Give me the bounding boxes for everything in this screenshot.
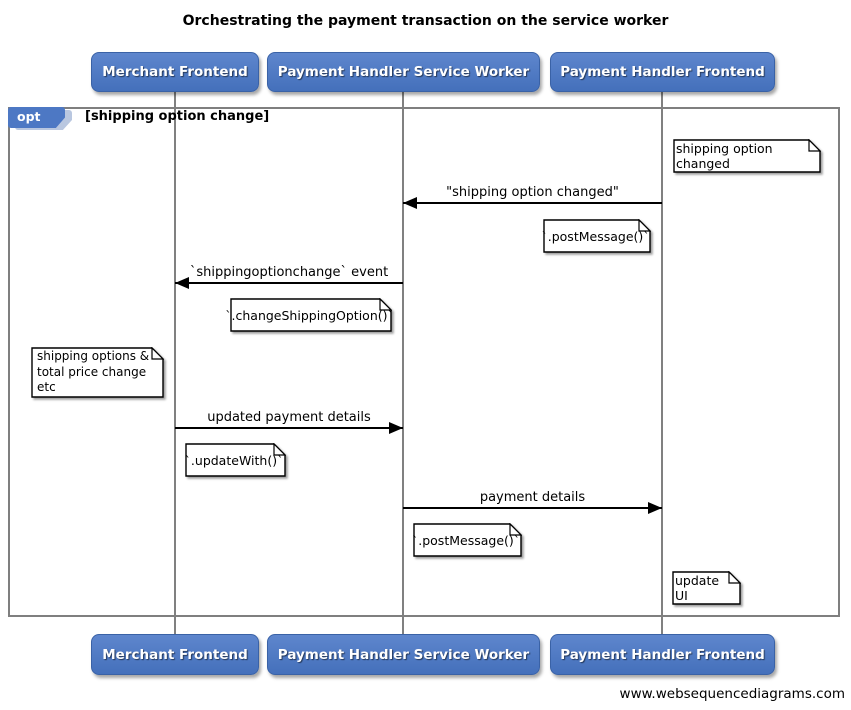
- opt-operator-label: opt: [17, 109, 41, 124]
- note-shape-icon: [672, 571, 741, 605]
- footer-link[interactable]: www.websequencediagrams.com: [619, 686, 845, 702]
- note-shape-icon: [543, 219, 651, 253]
- opt-fragment-frame: [8, 107, 840, 617]
- note-text: shipping options & total price change et…: [37, 349, 150, 395]
- actor-bottom-merchant-frontend: Merchant Frontend: [91, 634, 259, 675]
- opt-fragment-tab: opt: [8, 107, 65, 128]
- note-text: shipping option changed: [676, 141, 773, 171]
- note-update-ui: update UI: [672, 571, 741, 605]
- actor-top-merchant-frontend: Merchant Frontend: [91, 52, 259, 92]
- lifeline-payment-handler-frontend: [661, 92, 663, 634]
- message-line: [175, 427, 403, 429]
- actor-label: Merchant Frontend: [102, 646, 248, 663]
- message-payment-details: payment details: [403, 487, 662, 514]
- actor-label: Payment Handler Service Worker: [277, 646, 530, 663]
- message-updated-payment-details: updated payment details: [175, 407, 403, 434]
- note-shape-icon: [185, 443, 286, 477]
- actor-label: Merchant Frontend: [102, 64, 248, 80]
- actor-label: Payment Handler Service Worker: [277, 64, 530, 80]
- note-text: `.postMessage()`: [412, 532, 521, 548]
- note-updatewith: `.updateWith()`: [185, 443, 286, 477]
- note-shape-icon: [31, 347, 164, 398]
- actor-label: Payment Handler Frontend: [560, 646, 765, 663]
- actor-top-payment-handler-service-worker: Payment Handler Service Worker: [267, 52, 540, 92]
- note-shape-icon: [673, 139, 821, 173]
- opt-fragment-condition: [shipping option change]: [85, 109, 270, 124]
- note-postmessage-2: `.postMessage()`: [412, 523, 522, 557]
- message-label: `shippingoptionchange` event: [189, 265, 389, 280]
- lifeline-payment-handler-service-worker: [402, 92, 404, 634]
- note-shipping-options-total-price: shipping options & total price change et…: [31, 347, 164, 398]
- actor-bottom-payment-handler-frontend: Payment Handler Frontend: [550, 634, 775, 675]
- actor-label: Payment Handler Frontend: [560, 64, 765, 80]
- note-shipping-option-changed: shipping option changed: [673, 139, 821, 173]
- actor-bottom-payment-handler-service-worker: Payment Handler Service Worker: [267, 634, 540, 675]
- message-label: updated payment details: [207, 410, 371, 425]
- arrowhead-right-icon: [648, 502, 662, 514]
- note-text: `.changeShippingOption()`: [225, 307, 394, 323]
- message-line: [175, 282, 403, 284]
- lifeline-merchant-frontend: [174, 92, 176, 634]
- note-shape-icon: [413, 523, 522, 557]
- actor-top-payment-handler-frontend: Payment Handler Frontend: [550, 52, 775, 92]
- message-line: [403, 202, 662, 204]
- note-text: update UI: [675, 573, 720, 603]
- arrowhead-left-icon: [403, 197, 417, 209]
- message-shipping-option-changed: "shipping option changed": [403, 182, 662, 209]
- note-text: `.postMessage()`: [541, 228, 650, 244]
- message-label: "shipping option changed": [446, 185, 619, 200]
- message-shippingoptionchange-event: `shippingoptionchange` event: [175, 262, 403, 289]
- note-postmessage-1: `.postMessage()`: [541, 219, 651, 253]
- arrowhead-right-icon: [389, 422, 403, 434]
- diagram-title: Orchestrating the payment transaction on…: [182, 13, 669, 29]
- note-changeshippingoption: `.changeShippingOption()`: [225, 298, 394, 332]
- note-shape-icon: [230, 298, 392, 332]
- message-line: [403, 507, 662, 509]
- arrowhead-left-icon: [175, 277, 189, 289]
- message-label: payment details: [479, 490, 586, 505]
- note-text: `.updateWith()`: [184, 452, 284, 468]
